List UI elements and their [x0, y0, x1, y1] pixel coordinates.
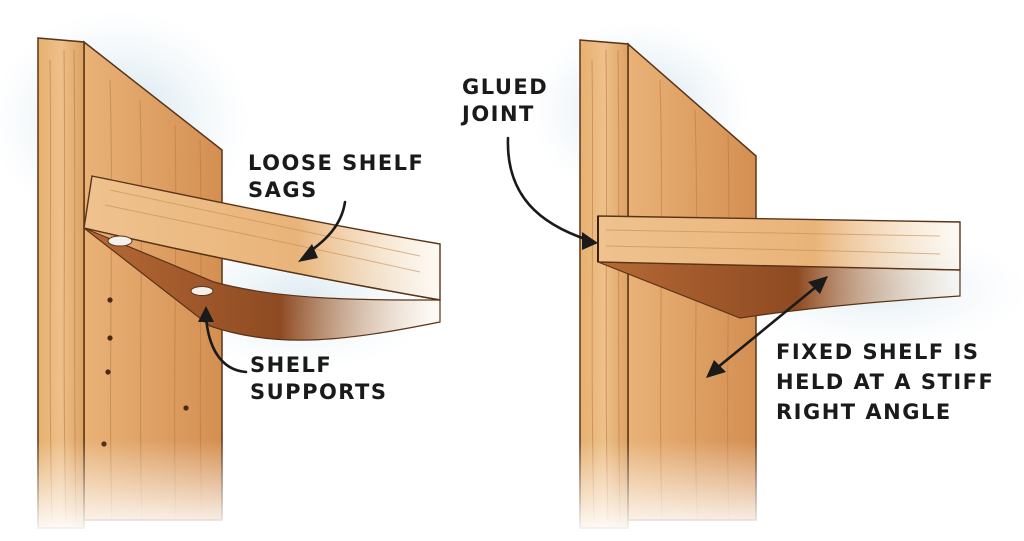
loose-shelf-illustration	[0, 10, 441, 536]
shelf-support-pin	[107, 235, 133, 247]
label-line: GLUED	[462, 75, 549, 99]
label-shelf-supports: SHELF SUPPORTS	[250, 352, 388, 406]
fixed-shelf-front	[597, 215, 961, 271]
fixed-shelf-underside	[597, 261, 961, 319]
label-fixed-shelf: FIXED SHELF IS HELD AT A STIFF RIGHT ANG…	[776, 337, 994, 427]
label-line: FIXED SHELF IS	[776, 340, 980, 364]
label-line: RIGHT ANGLE	[776, 400, 952, 424]
label-glued-joint: GLUED JOINT	[462, 74, 548, 128]
label-line: SHELF	[250, 353, 333, 377]
arrow-fixed-shelf	[710, 280, 824, 374]
label-line: LOOSE SHELF	[248, 151, 425, 175]
shelf-support-pin	[190, 286, 214, 296]
label-line: SAGS	[248, 178, 318, 202]
loose-shelf-underside	[83, 227, 441, 341]
label-line: JOINT	[462, 102, 535, 126]
arrow-heads	[198, 232, 828, 378]
fixed-shelf-illustration	[530, 20, 1024, 536]
arrow-shelf-supports	[204, 314, 248, 374]
label-line: HELD AT A STIFF	[776, 370, 995, 394]
label-line: SUPPORTS	[250, 380, 388, 404]
arrow-glued-joint	[506, 136, 590, 242]
label-loose-shelf-sags: LOOSE SHELF SAGS	[248, 150, 424, 204]
